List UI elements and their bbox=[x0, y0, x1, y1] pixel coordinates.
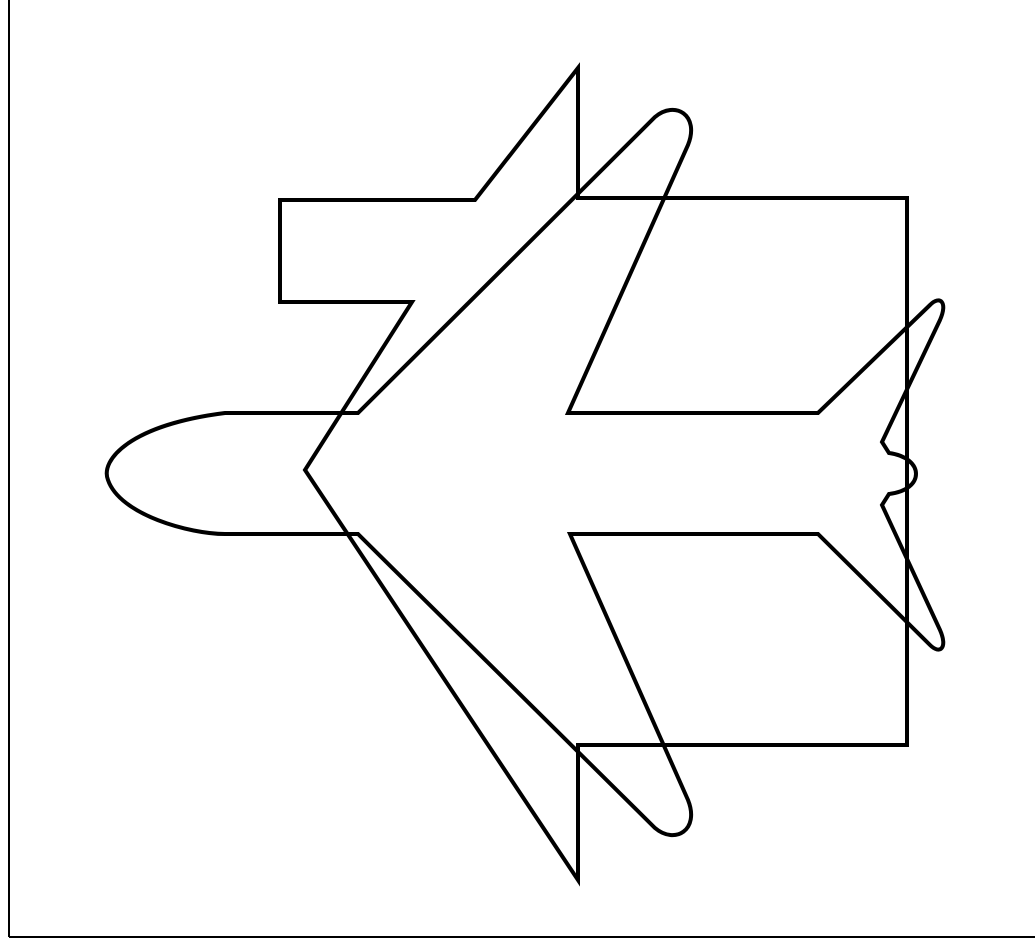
airplane-outline bbox=[107, 110, 943, 835]
box-with-notches-outline bbox=[280, 68, 907, 880]
